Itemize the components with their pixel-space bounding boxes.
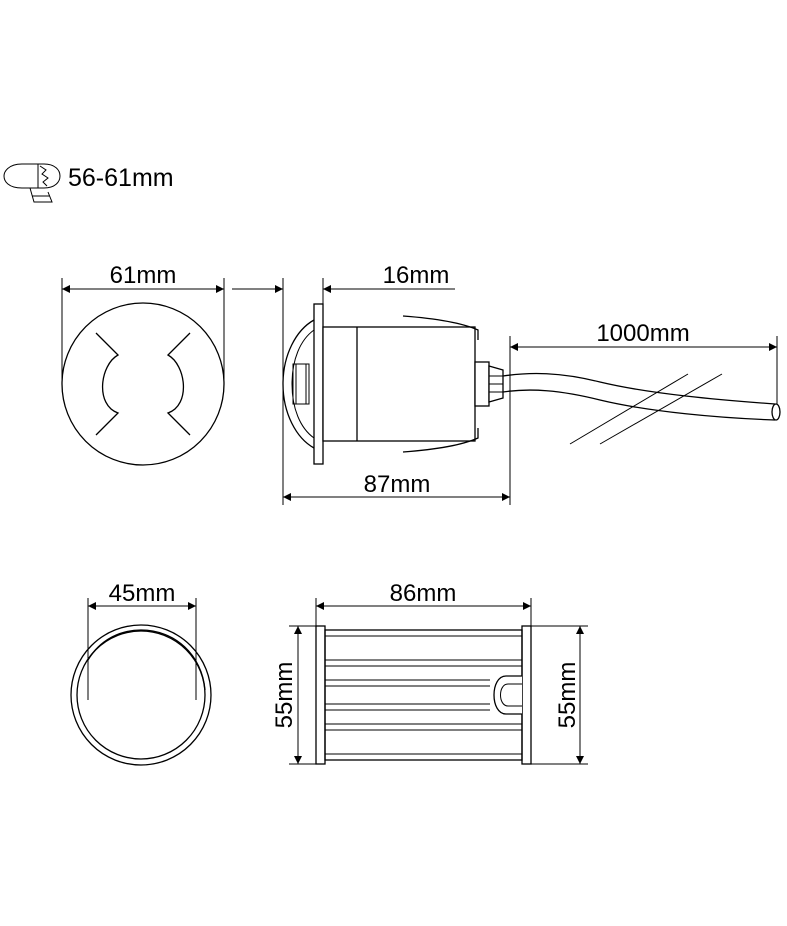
flange-depth-label: 16mm xyxy=(383,262,450,289)
housing-height-right-label: 55mm xyxy=(554,662,581,729)
housing-end-view xyxy=(70,598,212,766)
side-view xyxy=(232,278,781,505)
housing-side-view xyxy=(289,598,588,765)
housing-length-label: 86mm xyxy=(390,580,457,607)
cable-length-label: 1000mm xyxy=(596,320,689,347)
front-diameter-label: 61mm xyxy=(110,262,177,289)
housing-height-left-label: 55mm xyxy=(271,662,298,729)
front-view xyxy=(61,278,225,466)
drill-hole-icon xyxy=(3,163,61,203)
total-length-label: 87mm xyxy=(364,471,431,498)
housing-diameter-label: 45mm xyxy=(109,580,176,607)
hole-size-label: 56-61mm xyxy=(68,164,174,192)
